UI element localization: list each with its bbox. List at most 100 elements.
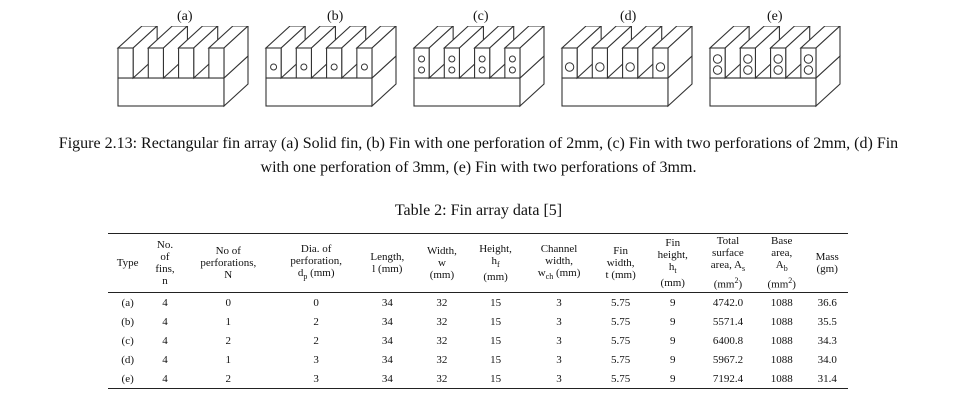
- cell-width: 32: [436, 372, 448, 385]
- cell-total-surface-area: 7192.4: [712, 372, 744, 385]
- cell-fin-width: 5.75: [611, 353, 631, 366]
- cell-length: 34: [381, 315, 393, 328]
- perforation-hole: [448, 55, 456, 63]
- perforation-hole: [803, 65, 814, 75]
- cell-fin-width: 5.75: [611, 296, 631, 309]
- cell-fin-height: 9: [670, 315, 676, 328]
- base-front: [413, 77, 521, 107]
- cell-width: 32: [436, 296, 448, 309]
- perforation-hole: [360, 63, 368, 71]
- perforation-hole: [743, 65, 753, 75]
- fin-front: [265, 47, 282, 79]
- fin-front: [326, 47, 343, 79]
- base-front: [117, 77, 225, 107]
- cell-type: (a): [121, 296, 134, 309]
- perforation-hole: [478, 55, 486, 63]
- cell-fin-height: 9: [670, 334, 676, 347]
- cell-length: 34: [381, 296, 393, 309]
- panel-label-d: (d): [620, 9, 637, 24]
- cell-channel-width: 3: [556, 296, 562, 309]
- cell-total-surface-area: 5967.2: [712, 353, 744, 366]
- fin-front: [474, 47, 491, 79]
- panel-label-a: (a): [177, 9, 193, 24]
- figure-panels: (a) (b) (c) (d) (e): [0, 0, 957, 120]
- perforation-hole: [508, 66, 516, 74]
- cell-no-of-fins: 4: [162, 315, 168, 328]
- cell-total-surface-area: 5571.4: [712, 315, 744, 328]
- cell-mass: 34.3: [817, 334, 837, 347]
- cell-no-of-fins: 4: [162, 334, 168, 347]
- cell-base-area: 1088: [770, 353, 793, 366]
- cell-no-of-perforations: 1: [225, 353, 232, 366]
- cell-height: 15: [490, 315, 502, 328]
- fin-array-diagram-e: [708, 26, 841, 108]
- fin-array-diagram-a: [116, 26, 249, 108]
- fin-front: [356, 47, 373, 79]
- cell-base-area: 1088: [770, 334, 793, 347]
- fin-front: [178, 47, 195, 79]
- panel-label-c: (c): [473, 9, 489, 24]
- cell-length: 34: [381, 334, 393, 347]
- perforation-hole: [508, 55, 516, 63]
- perforation-hole: [625, 62, 635, 72]
- perforation-hole: [564, 62, 575, 72]
- fin-front: [295, 47, 312, 79]
- perforation-hole: [773, 54, 783, 64]
- cell-type: (e): [121, 372, 134, 385]
- cell-base-area: 1088: [770, 296, 793, 309]
- perforation-hole: [773, 65, 783, 75]
- cell-no-of-perforations: 2: [225, 334, 232, 347]
- cell-type: (d): [121, 353, 135, 366]
- header-length: Length,l (mm): [370, 251, 405, 275]
- cell-width: 32: [436, 353, 448, 366]
- cell-dia-of-perforation: 2: [313, 315, 319, 328]
- cell-fin-width: 5.75: [611, 315, 631, 328]
- caption-line-1: Figure 2.13: Rectangular fin array (a) S…: [58, 135, 899, 152]
- perforation-hole: [478, 66, 486, 74]
- figure-caption: Figure 2.13: Rectangular fin array (a) S…: [0, 132, 957, 180]
- fin-array-diagram-b: [264, 26, 397, 108]
- perforation-hole: [448, 66, 456, 74]
- cell-dia-of-perforation: 3: [313, 353, 319, 366]
- fin-array-diagram-c: [412, 26, 545, 108]
- cell-total-surface-area: 4742.0: [712, 296, 744, 309]
- perforation-hole: [743, 54, 753, 64]
- cell-mass: 36.6: [817, 296, 837, 309]
- panel-label-e: (e): [767, 9, 783, 24]
- cell-no-of-fins: 4: [162, 353, 168, 366]
- cell-width: 32: [436, 334, 448, 347]
- cell-channel-width: 3: [556, 353, 562, 366]
- perforation-hole: [418, 66, 426, 74]
- cell-no-of-fins: 4: [162, 296, 168, 309]
- perforation-hole: [330, 63, 338, 71]
- fin-front: [208, 47, 225, 79]
- fin-array-diagram-d: [560, 26, 693, 108]
- cell-mass: 31.4: [817, 372, 837, 385]
- perforation-hole: [595, 62, 605, 72]
- perforation-hole: [803, 54, 814, 64]
- base-front: [709, 77, 817, 107]
- perforation-hole: [300, 63, 308, 71]
- cell-height: 15: [490, 296, 502, 309]
- perforation-hole: [712, 65, 723, 75]
- cell-fin-width: 5.75: [611, 334, 631, 347]
- cell-type: (b): [121, 315, 135, 328]
- cell-dia-of-perforation: 0: [313, 296, 319, 309]
- caption-line-2: with one perforation of 3mm, (e) Fin wit…: [260, 159, 697, 176]
- fin-front: [443, 47, 460, 79]
- cell-mass: 35.5: [817, 315, 837, 328]
- header-width: Width,w(mm): [427, 245, 457, 281]
- header-height: Height,hf(mm): [479, 242, 512, 284]
- cell-length: 34: [381, 353, 393, 366]
- perforation-hole: [270, 63, 278, 71]
